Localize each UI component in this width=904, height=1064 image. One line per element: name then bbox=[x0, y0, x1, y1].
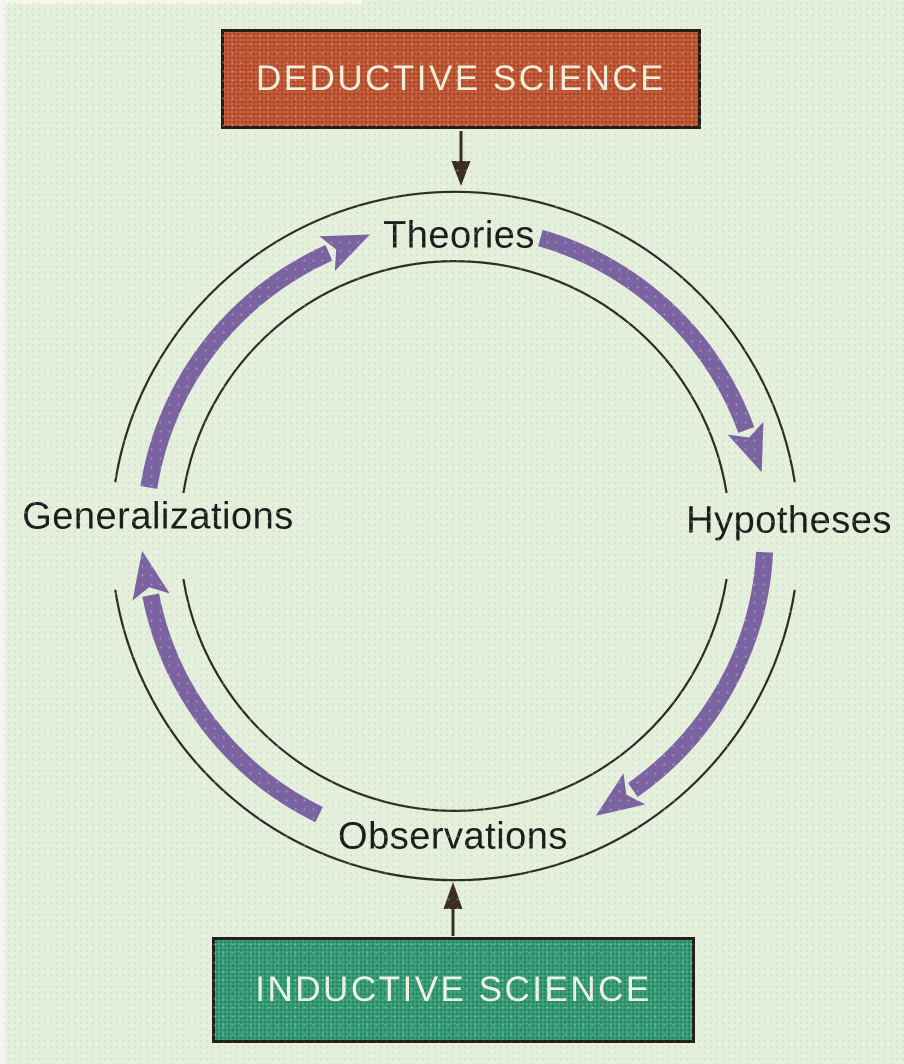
arrow-observations-to-generalizations-icon bbox=[132, 550, 323, 823]
node-label-hypotheses: Hypotheses bbox=[686, 499, 892, 542]
deductive-science-box: DEDUCTIVE SCIENCE bbox=[221, 29, 701, 129]
inner-ring-top-arc bbox=[182, 260, 728, 494]
inductive-connector-head bbox=[443, 882, 463, 909]
outer-ring-top-arc bbox=[114, 190, 796, 483]
inner-ring-bottom-arc bbox=[182, 578, 728, 812]
inductive-science-box: INDUCTIVE SCIENCE bbox=[212, 937, 695, 1043]
arrow-generalizations-to-theories-icon bbox=[140, 234, 371, 489]
scan-edge-top bbox=[0, 0, 362, 4]
arrow-hypotheses-to-observations-icon bbox=[595, 551, 774, 816]
arrow-theories-to-hypotheses-icon bbox=[538, 229, 764, 473]
node-label-theories: Theories bbox=[383, 214, 535, 257]
deductive-connector-arrow-icon bbox=[451, 131, 471, 186]
deductive-science-label: DEDUCTIVE SCIENCE bbox=[255, 59, 667, 98]
node-label-generalizations: Generalizations bbox=[22, 495, 294, 538]
outer-ring-bottom-arc bbox=[114, 589, 796, 882]
inductive-science-label: INDUCTIVE SCIENCE bbox=[255, 970, 652, 1009]
node-label-observations: Observations bbox=[338, 815, 568, 858]
scan-edge-left bbox=[0, 0, 5, 1064]
deductive-connector-head bbox=[451, 161, 471, 186]
inductive-connector-arrow-icon bbox=[443, 882, 463, 936]
